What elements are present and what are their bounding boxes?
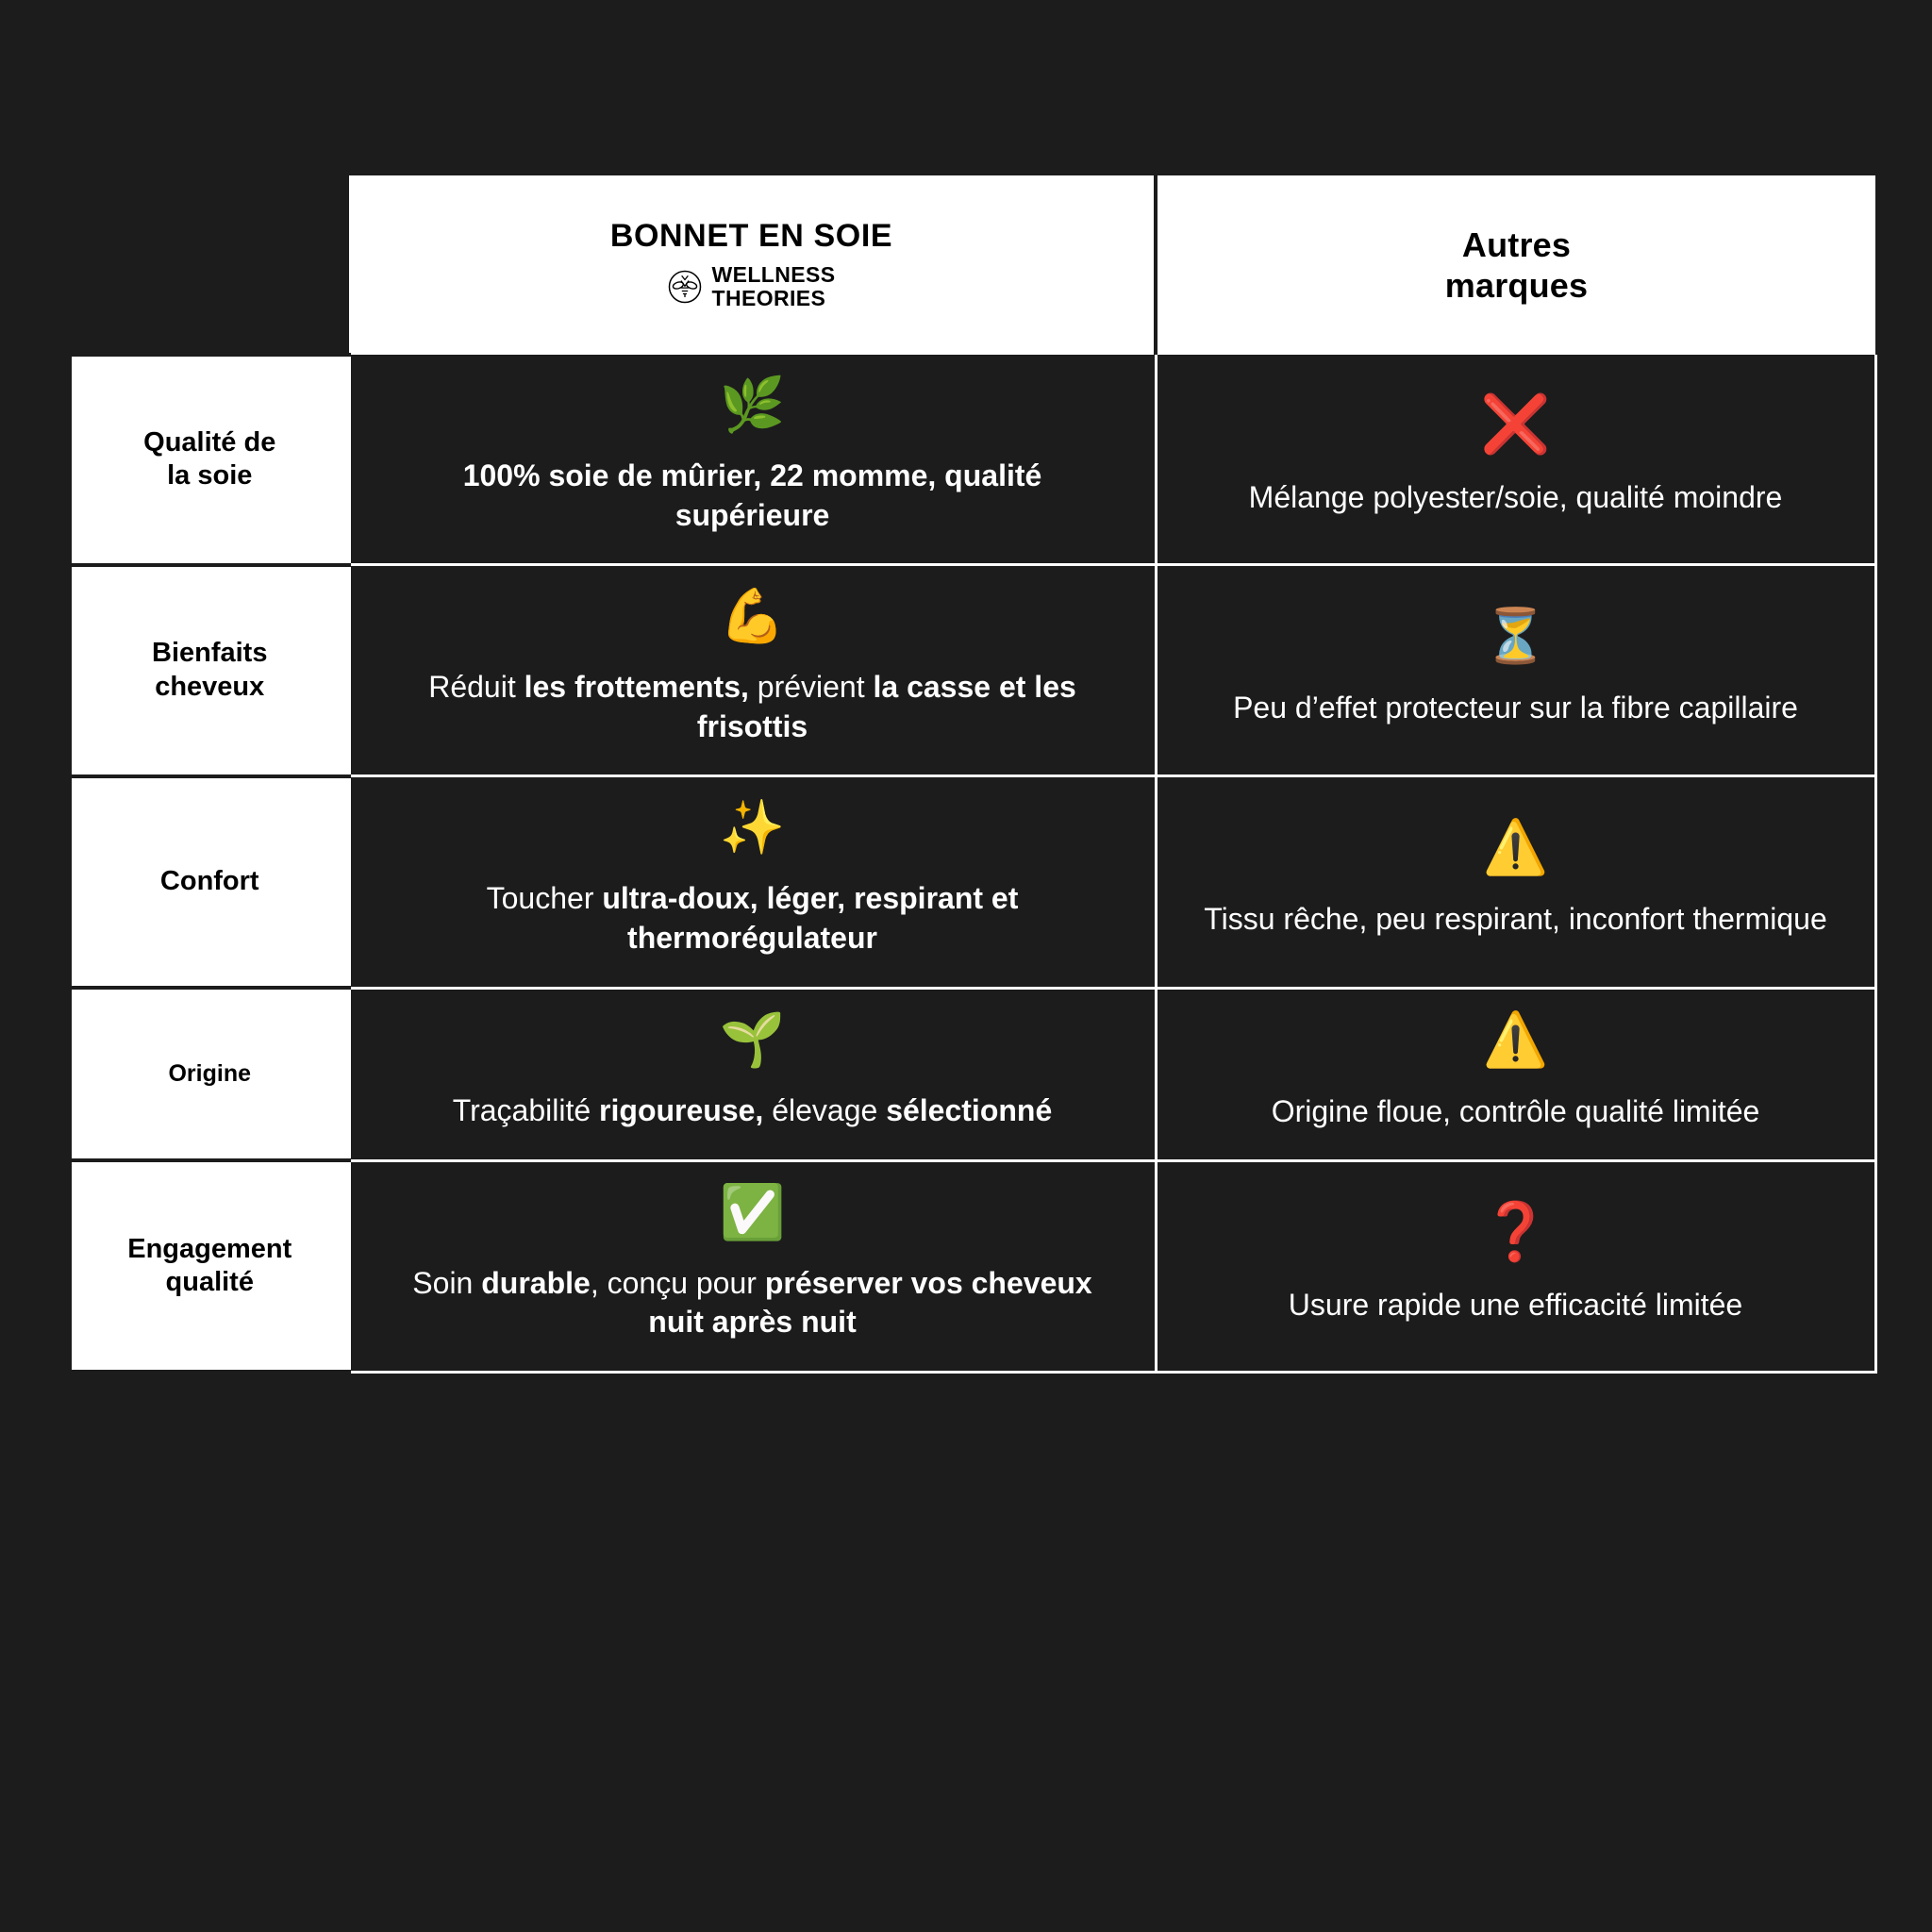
plain-text: Réduit [428,670,525,705]
table-row: Origine 🌱 Traçabilité rigoureuse, élevage … [72,986,1877,1163]
cell-brand: 🌱 Traçabilité rigoureuse, élevage sélecti… [347,986,1158,1162]
cell-others: ❌ Mélange polyester/soie, qualité moindre [1154,355,1877,567]
row-label-line1: Engagement [127,1234,292,1265]
row-label-line1: Origine [168,1060,251,1088]
others-title: Autres marques [1174,225,1858,306]
plain-text: Origine floue, contrôle qualité limitée [1271,1093,1760,1128]
cell-text: Origine floue, contrôle qualité limitée [1190,1091,1842,1131]
brand-wordmark-line2: THEORIES [711,286,826,311]
plain-text: Peu d’effet protecteur sur la fibre capi… [1233,690,1798,724]
brand-logo-lockup: WELLNESS THEORIES [366,262,1137,311]
emphasis-text: rigoureuse, [599,1092,764,1127]
row-label-line2: la soie [167,460,253,491]
row-label-line1: Confort [159,866,259,897]
cell-text: Peu d’effet protecteur sur la fibre capi… [1190,688,1842,727]
cross-mark-emoji: ❌ [1480,391,1551,458]
cell-text: Usure rapide une efficacité limitée [1190,1285,1842,1324]
plain-text: élevage [763,1092,887,1127]
row-label-line2: qualité [165,1267,254,1298]
header-label-spacer [72,175,349,355]
cell-text: Toucher ultra-doux, léger, respirant et … [383,879,1123,958]
others-title-line2: marques [1444,266,1589,305]
emphasis-text: 100% soie de mûrier, 22 momme, qualité s… [462,458,1042,532]
cell-others: ❓ Usure rapide une efficacité limitée [1154,1158,1877,1374]
emphasis-text: durable [481,1265,591,1300]
cell-brand: ✨ Toucher ultra-doux, léger, respirant et… [347,774,1158,990]
cell-brand: 💪 Réduit les frottements, prévient la cas… [347,563,1158,778]
warning-emoji: ⚠️ [1482,816,1549,878]
cell-text: Réduit les frottements, prévient la cass… [383,668,1123,746]
emphasis-text: ultra-doux, léger, respirant et thermoré… [602,881,1019,955]
cell-brand: ✅ Soin durable, conçu pour préserver vos … [347,1158,1158,1374]
plain-text: , conçu pour [590,1265,765,1300]
warning-emoji: ⚠️ [1482,1008,1549,1071]
row-label: Confort [72,774,349,991]
plain-text: Tissu rêche, peu respirant, inconfort th… [1204,901,1827,936]
header-brand-column: BONNET EN SOIE WELLNESS [349,175,1156,355]
cell-text: Traçabilité rigoureuse, élevage sélectio… [383,1091,1123,1131]
plain-text: Soin [412,1265,482,1300]
cell-others: ⏳ Peu d’effet protecteur sur la fibre cap… [1154,563,1877,778]
others-title-line1: Autres [1461,225,1572,264]
emphasis-text: préserver vos cheveux nuit après nuit [648,1265,1092,1340]
check-mark-button-emoji: ✅ [719,1181,786,1243]
plain-text: Mélange polyester/soie, qualité moindre [1248,480,1783,515]
plain-text: Toucher [486,881,603,916]
sparkles-emoji: ✨ [719,797,786,859]
plain-text: Usure rapide une efficacité limitée [1288,1288,1743,1323]
bee-in-circle-icon [668,271,701,304]
flexed-biceps-emoji: 💪 [719,586,786,648]
cell-text: Mélange polyester/soie, qualité moindre [1190,477,1842,517]
row-label-line2: cheveux [155,671,265,702]
row-label-line1: Bienfaits [152,638,268,669]
emphasis-text: sélectionné [886,1092,1053,1127]
emphasis-text: la casse et les frisottis [696,670,1076,743]
brand-wordmark: WELLNESS THEORIES [711,262,836,311]
cell-others: ⚠️ Origine floue, contrôle qualité limité… [1154,986,1877,1162]
cell-text: Soin durable, conçu pour préserver vos c… [383,1264,1123,1342]
cell-text: Tissu rêche, peu respirant, inconfort th… [1190,899,1842,939]
cell-text: 100% soie de mûrier, 22 momme, qualité s… [383,457,1123,535]
brand-wordmark-line1: WELLNESS [711,262,836,288]
row-label-line1: Qualité de [143,426,276,458]
plain-text: Traçabilité [452,1092,600,1127]
plain-text: prévient [748,670,874,705]
header-row: BONNET EN SOIE WELLNESS [72,175,1875,355]
table-row: Confort ✨ Toucher ultra-doux, léger, respi… [72,774,1877,991]
seedling-emoji: 🌱 [719,1008,786,1071]
table-header: BONNET EN SOIE WELLNESS [72,175,1875,355]
question-mark-emoji: ❓ [1480,1199,1551,1266]
cell-brand: 🌿 100% soie de mûrier, 22 momme, qualité … [347,355,1158,567]
row-label: Origine [72,986,349,1163]
comparison-table: BONNET EN SOIE WELLNESS [72,175,1877,1374]
header-others-column: Autres marques [1154,175,1875,355]
brand-title: BONNET EN SOIE [609,218,893,255]
herb-emoji: 🌿 [719,375,786,436]
hourglass-emoji: ⏳ [1482,605,1549,667]
emphasis-text: les frottements, [524,670,749,705]
cell-others: ⚠️ Tissu rêche, peu respirant, inconfort … [1154,774,1877,990]
